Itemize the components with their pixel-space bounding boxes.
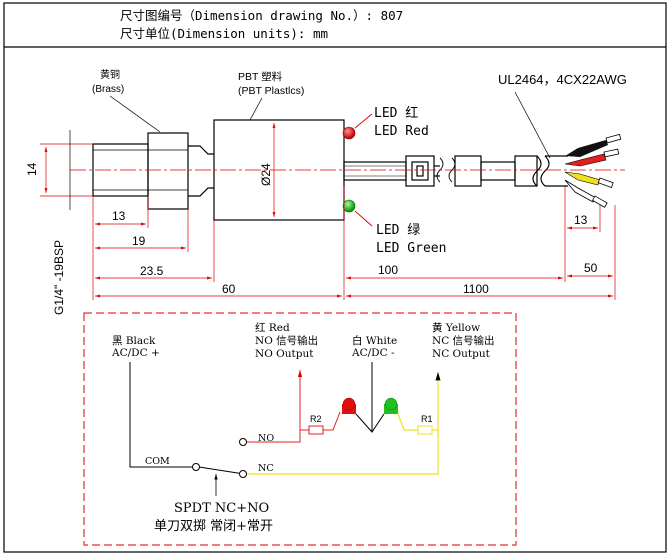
nc-label: NC — [258, 463, 274, 474]
nc-terminal — [239, 470, 247, 478]
led-green-en: LED Green — [376, 241, 446, 256]
red-wire-output: NO Output — [255, 348, 314, 360]
outer-frame — [3, 2, 667, 553]
led-red-leader — [354, 113, 373, 129]
cable-leader — [514, 91, 551, 159]
r2-label: R2 — [310, 414, 322, 424]
black-wire-function: AC/DC + — [111, 347, 160, 359]
yellow-nc-wire — [247, 372, 441, 475]
extension-lines — [92, 186, 616, 300]
switch-blade — [198, 466, 245, 475]
black-wire-label: 黑 Black — [112, 335, 156, 347]
thread-label: G1/4" -19BSP — [52, 240, 66, 315]
dim-14 — [40, 143, 93, 197]
brass-label-cn: 黄铜 — [100, 68, 120, 81]
dim-19: 19 — [132, 234, 146, 248]
yellow-wire-label: 黄 Yellow — [432, 321, 480, 334]
pbt-label-en: (PBT Plastlcs) — [238, 85, 304, 97]
drawing-number: 尺寸图编号（Dimension drawing No.）: 807 — [120, 8, 403, 23]
no-terminal — [239, 438, 247, 446]
dim-50: 50 — [584, 261, 598, 275]
white-wire-function: AC/DC - — [351, 347, 395, 359]
pbt-label-cn: PBT 塑料 — [238, 70, 283, 83]
dim-13-left: 13 — [112, 209, 126, 223]
no-label: NO — [258, 433, 274, 444]
r1-resistor — [417, 425, 433, 435]
dim-100: 100 — [378, 263, 398, 277]
r1-label: R1 — [421, 414, 433, 424]
brass-leader — [109, 95, 161, 133]
dim-23-5: 23.5 — [140, 264, 164, 278]
black-wire — [129, 362, 192, 468]
cable-spec: UL2464，4CX22AWG — [498, 72, 627, 87]
dim-1100: 1100 — [463, 282, 489, 296]
yellow-wire-output: NC Output — [432, 348, 491, 360]
brass-label-en: (Brass) — [92, 84, 124, 95]
dim-14-label: 14 — [25, 162, 39, 176]
dimension-units: 尺寸单位(Dimension units): mm — [120, 26, 328, 41]
cable-wires — [564, 133, 622, 208]
led-red-icon — [342, 126, 356, 140]
dim-60: 60 — [222, 282, 236, 296]
wiring-box — [83, 312, 517, 546]
com-label: COM — [145, 456, 170, 467]
white-led-junction — [355, 413, 385, 433]
red-no-wire — [247, 370, 303, 443]
white-wire-label: 白 White — [352, 334, 397, 347]
red-wire-label: 红 Red — [255, 321, 290, 334]
dim-24-label: Ø24 — [259, 163, 273, 186]
spdt-label-cn: 单刀双掷 常闭+常开 — [154, 519, 273, 534]
dim-13-right: 13 — [574, 213, 588, 227]
led-red-en: LED Red — [374, 124, 429, 139]
pbt-leader — [249, 97, 263, 121]
yellow-wire-function: NC 信号输出 — [432, 334, 495, 347]
led-green-icon — [342, 199, 356, 213]
r2-resistor — [308, 425, 324, 435]
spdt-label: SPDT NC+NO — [174, 501, 269, 516]
wiring-led-green-icon — [384, 397, 398, 411]
red-wire-function: NO 信号输出 — [255, 334, 318, 347]
dimension-arrows — [95, 222, 613, 298]
led-green-leader — [354, 210, 373, 227]
led-green-cn: LED 绿 — [376, 223, 420, 238]
com-terminal — [192, 463, 200, 471]
led-red-cn: LED 红 — [374, 105, 418, 121]
